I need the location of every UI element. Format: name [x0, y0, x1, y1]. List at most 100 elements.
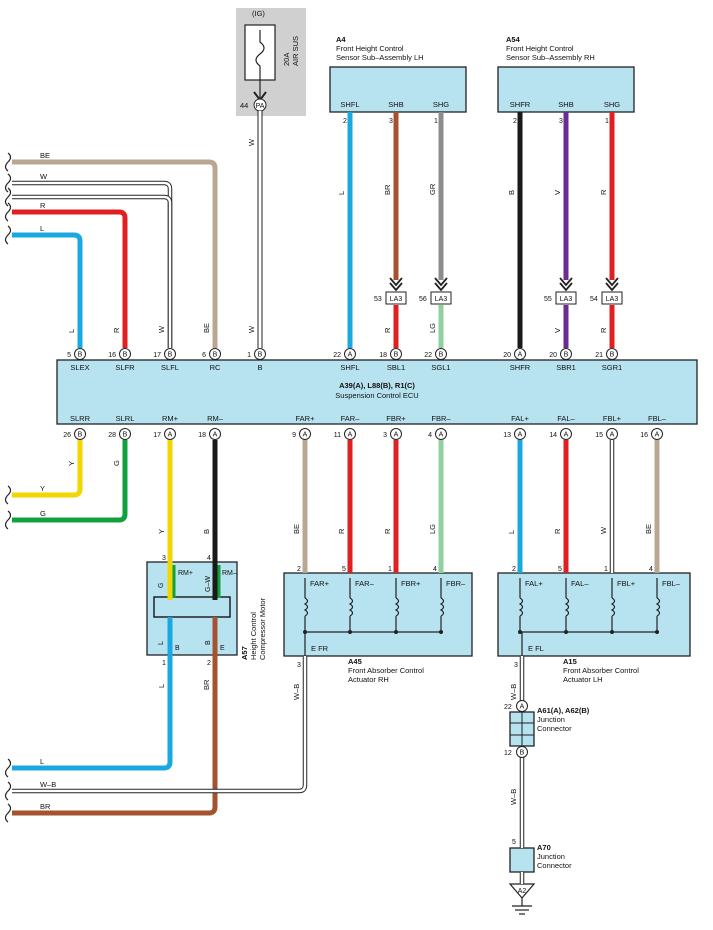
ecu-top-pin-name: SHFR	[510, 363, 531, 372]
bottom-wire-label: Y	[157, 529, 166, 534]
ecu-bottom-pin-name: FBL–	[648, 414, 667, 423]
sensor-rh-box	[497, 66, 635, 113]
sensor-pin-name: SHB	[388, 100, 403, 109]
actuator-lh-box	[497, 572, 691, 657]
left-wire-bottom-label: Y	[40, 484, 45, 493]
ecu-bottom-pin-number: 17	[153, 432, 161, 439]
a61-bot-number: 12	[504, 750, 512, 757]
ecu-bottom-pin-name: SLRR	[70, 414, 91, 423]
bottom-wire-label: LG	[428, 524, 437, 534]
actuator-pin-number: 2	[297, 566, 301, 573]
motor-pin: 2	[207, 660, 211, 667]
ecu-bottom-pin-number: 3	[383, 432, 387, 439]
ecu-top-pin	[390, 348, 402, 360]
wire-wb-rh	[12, 656, 308, 794]
ecu-bottom-pin-letter: A	[394, 432, 399, 439]
motor-label: G	[158, 583, 165, 588]
la3-arrow-icon	[389, 277, 403, 292]
ecu-top-pin	[344, 348, 356, 360]
ecu-top-pin-number: 22	[333, 352, 341, 359]
a45-name2: Actuator RH	[348, 675, 389, 684]
bottom-wire-label: Y	[67, 461, 76, 466]
ecu-top-pin	[209, 348, 221, 360]
la3-box	[430, 291, 452, 305]
la3-arrow-icon	[434, 277, 448, 292]
actuator-pin-name: FAL–	[571, 579, 589, 588]
a61-ref: A61(A), A62(B)	[537, 706, 590, 715]
la3-arrow-icon	[605, 277, 619, 292]
la3-arrow-icon	[559, 277, 573, 292]
sensor-pin-number: 3	[559, 118, 563, 125]
a61-top-pin-letter: A	[520, 704, 525, 711]
sensor-wire-label: L	[337, 191, 346, 195]
ecu-bottom-pin	[74, 428, 86, 440]
sensor-wire-label-lower: R	[599, 327, 608, 333]
motor-pin: 3	[162, 555, 166, 562]
ecu-bottom-pin-number: 14	[549, 432, 557, 439]
ecu-top-pin-number: 16	[108, 352, 116, 359]
ecu-bottom-pin-letter: A	[518, 432, 523, 439]
a54-name2: Sensor Sub–Assembly RH	[506, 53, 595, 62]
ecu-top-pin-number: 21	[595, 352, 603, 359]
a61-name1: Junction	[537, 715, 565, 724]
sensor-wire-label-lower: V	[553, 328, 562, 333]
ecu-top-pin-name: SLFL	[161, 363, 179, 372]
wire-motor-br	[12, 617, 218, 816]
la3-box	[601, 291, 623, 305]
motor-label: RM–	[222, 570, 237, 577]
sensor-pin-number: 2	[343, 118, 347, 125]
a61-wire-label: W–B	[509, 789, 518, 805]
motor-pin: 4	[207, 555, 211, 562]
ecu-top-pin	[119, 348, 131, 360]
ecu-top-pin-name: SBL1	[387, 363, 405, 372]
bottom-wire-label: B	[202, 529, 211, 534]
la3-pin: 53	[374, 296, 382, 303]
ecu-bottom-pin-number: 9	[292, 432, 296, 439]
ecu-top-pin-name: B	[257, 363, 262, 372]
ecu-bottom-pin-name: FBR–	[431, 414, 451, 423]
ecu-bottom-pin	[164, 428, 176, 440]
sensor-pin-name: SHB	[558, 100, 573, 109]
wire-slrl	[12, 440, 128, 523]
motor-label: B	[205, 640, 212, 645]
a61-bot-pin-letter: B	[520, 750, 525, 757]
wire-left-W	[12, 180, 173, 348]
left-wire-label-1: W	[40, 172, 48, 181]
wire-break-icon	[4, 225, 12, 245]
ecu-top-pin-letter: B	[78, 352, 83, 359]
sensor-pin-number: 1	[605, 118, 609, 125]
fuse-name: AIR SUS	[291, 36, 300, 66]
actuator-pin-name: FBL–	[662, 579, 681, 588]
motor-symbol	[153, 596, 231, 618]
ecu-bottom-pin-number: 15	[595, 432, 603, 439]
sensor-pin-name: SHFL	[340, 100, 359, 109]
coil-icon	[439, 597, 445, 617]
bottom-wire-label: R	[383, 528, 392, 534]
wire-break-icon	[4, 758, 12, 778]
bottom-wire-label: BE	[292, 524, 301, 534]
ecu-bottom-pin	[560, 428, 572, 440]
left-vert-label: W	[157, 325, 166, 333]
ecu-box	[56, 359, 698, 425]
ecu-ref: A39(A), L88(B), R1(C)	[339, 381, 415, 390]
wire-slrr	[12, 440, 83, 498]
a61-top-number: 22	[504, 704, 512, 711]
a70-pin: 5	[512, 839, 516, 846]
wire-break-icon	[4, 173, 12, 193]
sensor-lh-box	[329, 66, 467, 113]
wire-left-BE	[12, 159, 218, 348]
ecu-top-pin-name: SBR1	[556, 363, 576, 372]
la3-pin: 55	[544, 296, 552, 303]
wire-break-icon	[4, 510, 12, 530]
actuator-pin-number: 5	[558, 566, 562, 573]
wire-break-icon	[4, 485, 12, 505]
sensor-wire-label: R	[599, 189, 608, 195]
motor-label: B	[175, 645, 180, 652]
ecu-bottom-pin-letter: A	[213, 432, 218, 439]
ecu-top-pin-name: SGL1	[431, 363, 450, 372]
la3-box	[555, 291, 577, 305]
left-wire-lower-label: W–B	[40, 780, 56, 789]
wire-break-icon	[4, 803, 12, 823]
a15-name1: Front Absorber Control	[563, 666, 639, 675]
ecu-bottom-pin-name: FBL+	[603, 414, 622, 423]
